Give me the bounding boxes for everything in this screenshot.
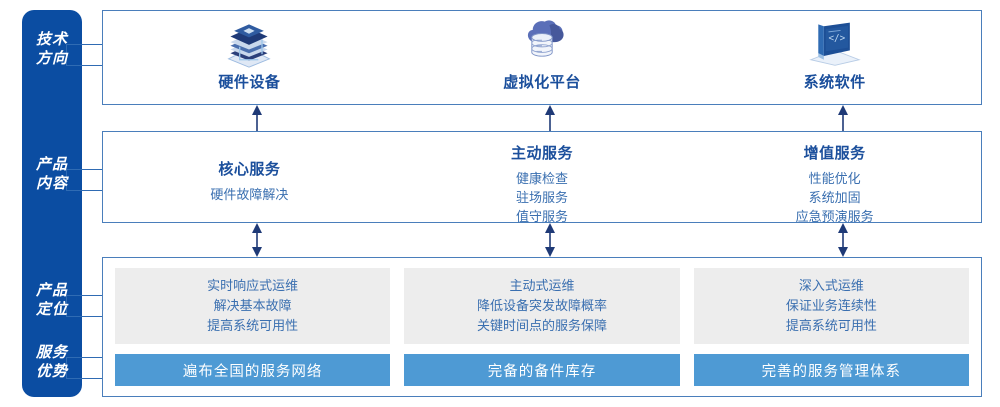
product-title-proactive-service: 主动服务 [511, 145, 574, 162]
cloud-database-icon [527, 20, 564, 57]
product-item: 健康检查 [516, 171, 569, 186]
sidebar-label-line2: 优势 [35, 363, 68, 380]
product-cell-proactive-service: 主动服务 健康检查 驻场服务 值守服务 [396, 132, 689, 224]
sidebar-label-line1: 产品 [35, 282, 68, 299]
position-cell-proactive: 主动式运维 降低设备突发故障概率 关键时间点的服务保障 完备的备件库存 [404, 268, 680, 386]
position-line: 关键时间点的服务保障 [476, 318, 607, 333]
product-cell-value-added-service: 增值服务 性能优化 系统加固 应急预演服务 [688, 132, 981, 224]
advantage-button-service-network[interactable]: 遍布全国的服务网络 [115, 354, 391, 386]
server-stack-icon [227, 24, 271, 68]
advantage-button-spare-parts[interactable]: 完备的备件库存 [404, 354, 680, 386]
position-line: 深入式运维 [798, 278, 864, 293]
connector-bracket-position [66, 295, 104, 317]
product-cell-core-service: 核心服务 硬件故障解决 [103, 132, 396, 222]
tech-label-hardware: 硬件设备 [218, 74, 281, 91]
product-content-row: 核心服务 硬件故障解决 主动服务 健康检查 驻场服务 值守服务 增值服务 性能优… [102, 131, 982, 224]
position-line: 实时响应式运维 [207, 278, 299, 293]
sidebar-label-line2: 定位 [35, 301, 68, 318]
position-box-indepth: 深入式运维 保证业务连续性 提高系统可用性 [693, 268, 969, 344]
tech-cell-virtualization: 虚拟化平台 [396, 11, 689, 104]
position-line: 降低设备突发故障概率 [476, 298, 607, 313]
connector-bracket-product [66, 169, 104, 191]
tech-label-system-software: 系统软件 [803, 74, 866, 91]
position-box-proactive: 主动式运维 降低设备突发故障概率 关键时间点的服务保障 [404, 268, 680, 344]
product-position-row: 实时响应式运维 解决基本故障 提高系统可用性 遍布全国的服务网络 主动式运维 降… [102, 257, 982, 397]
sidebar-label-line2: 内容 [35, 175, 68, 192]
product-item: 值守服务 [516, 209, 569, 224]
sidebar-label-line1: 产品 [35, 156, 68, 173]
arrow-up-system-software [838, 105, 848, 131]
arrow-double-realtime [252, 223, 262, 257]
arrow-double-proactive [545, 223, 555, 257]
laptop-code-icon: </> [808, 22, 861, 66]
arrow-double-indepth [838, 223, 848, 257]
connector-bracket-tech [66, 44, 104, 66]
sidebar-item-service-advantage: 服务 优势 [22, 343, 82, 381]
position-line: 提高系统可用性 [785, 318, 877, 333]
position-line: 主动式运维 [509, 278, 575, 293]
sidebar-item-product-position: 产品 定位 [22, 281, 82, 319]
sidebar-item-product-content: 产品 内容 [22, 155, 82, 193]
product-item: 应急预演服务 [795, 209, 874, 224]
sidebar-panel [22, 10, 82, 397]
sidebar-label-line2: 方向 [35, 50, 68, 67]
product-title-core-service: 核心服务 [218, 161, 281, 178]
tech-direction-row: 硬件设备 虚拟 [102, 10, 982, 105]
product-item: 性能优化 [808, 171, 861, 186]
sidebar-label-line1: 服务 [35, 344, 68, 361]
sidebar-item-tech-direction: 技术 方向 [22, 30, 82, 68]
svg-text:</>: </> [828, 33, 845, 44]
product-item: 系统加固 [808, 190, 861, 205]
product-item: 硬件故障解决 [210, 187, 289, 202]
arrow-up-hardware [252, 105, 262, 131]
position-box-realtime: 实时响应式运维 解决基本故障 提高系统可用性 [115, 268, 391, 344]
tech-cell-system-software: </> 系统软件 [688, 11, 981, 104]
tech-cell-hardware: 硬件设备 [103, 11, 396, 104]
position-line: 解决基本故障 [213, 298, 292, 313]
advantage-button-management-system[interactable]: 完善的服务管理体系 [693, 354, 969, 386]
position-line: 保证业务连续性 [785, 298, 877, 313]
position-line: 提高系统可用性 [207, 318, 299, 333]
position-cell-indepth: 深入式运维 保证业务连续性 提高系统可用性 完善的服务管理体系 [693, 268, 969, 386]
sidebar-label-line1: 技术 [35, 31, 68, 48]
arrow-up-virtualization [545, 105, 555, 131]
position-cell-realtime: 实时响应式运维 解决基本故障 提高系统可用性 遍布全国的服务网络 [115, 268, 391, 386]
connector-bracket-advantage [66, 357, 104, 379]
tech-label-virtualization: 虚拟化平台 [503, 74, 581, 91]
product-item: 驻场服务 [516, 190, 569, 205]
product-title-value-added-service: 增值服务 [803, 145, 866, 162]
